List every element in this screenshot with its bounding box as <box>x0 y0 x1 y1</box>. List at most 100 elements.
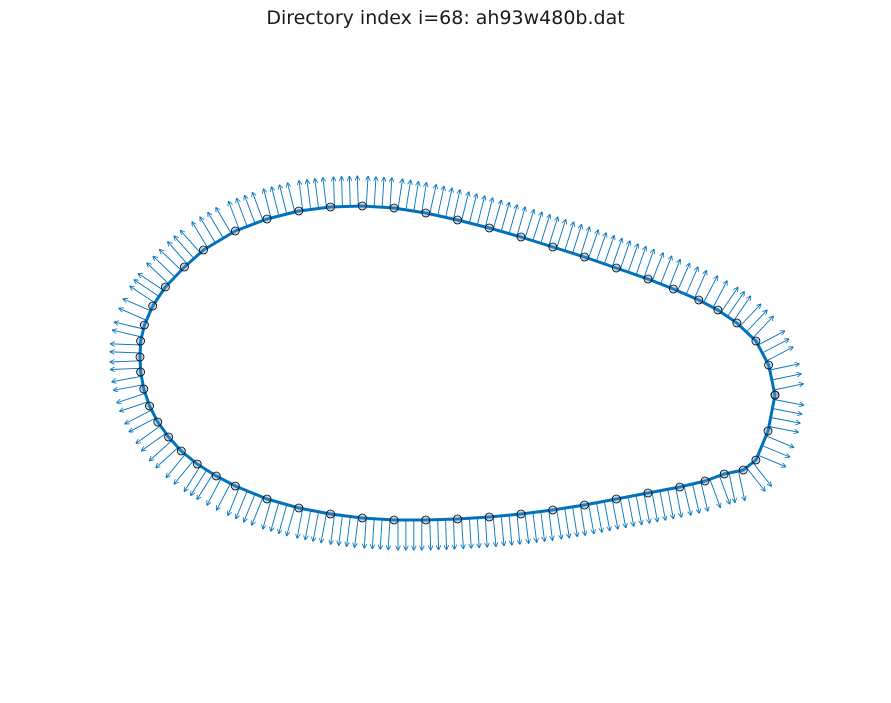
normal-arrow <box>692 483 700 513</box>
normal-arrow <box>339 515 343 546</box>
data-point <box>294 206 304 216</box>
normal-arrow <box>492 200 501 230</box>
normal-arrow <box>372 518 374 549</box>
data-point <box>153 417 163 427</box>
normal-arrow <box>142 432 167 451</box>
data-point <box>611 263 621 273</box>
data-point <box>230 481 240 491</box>
normal-arrow <box>147 263 169 285</box>
normal-arrow <box>288 183 296 213</box>
normal-arrow <box>643 493 650 523</box>
chart-title: Directory index i=68: ah93w480b.dat <box>266 7 625 29</box>
normal-arrow <box>217 483 231 511</box>
normal-arrow <box>123 299 151 312</box>
normal-arrow <box>191 469 208 495</box>
data-point <box>179 262 189 272</box>
data-point <box>484 223 494 233</box>
normal-arrow <box>150 440 173 461</box>
normal-arrow <box>207 478 222 506</box>
data-point <box>160 282 170 292</box>
normal-arrow <box>129 417 156 432</box>
data-point <box>148 301 158 311</box>
data-point <box>713 305 723 315</box>
normal-arrow <box>307 180 312 210</box>
normal-arrow <box>668 259 680 288</box>
normal-arrow <box>477 517 479 548</box>
normal-arrow <box>556 509 562 539</box>
normal-arrow <box>421 183 427 213</box>
normal-arrow <box>437 186 444 216</box>
normal-arrow <box>446 519 447 549</box>
data-point <box>719 469 729 479</box>
normal-arrow <box>429 185 437 214</box>
data-point <box>548 242 558 252</box>
normal-arrow <box>119 308 147 321</box>
normal-arrow <box>603 236 614 265</box>
normal-arrow <box>468 194 476 224</box>
normal-arrow <box>264 189 272 219</box>
normal-arrow <box>484 198 492 228</box>
normal-arrow <box>236 490 248 519</box>
data-point <box>516 232 526 242</box>
normal-arrow <box>111 344 141 345</box>
normal-arrow <box>305 510 312 539</box>
normal-arrow <box>572 225 582 254</box>
normal-arrow <box>166 454 186 477</box>
normal-vectors <box>110 176 803 550</box>
data-point <box>453 514 462 524</box>
normal-arrow <box>627 496 634 526</box>
normal-arrow <box>766 347 794 362</box>
normal-arrow <box>130 286 156 304</box>
data-point <box>136 336 146 346</box>
normal-arrow <box>524 513 529 544</box>
data-point <box>389 203 399 213</box>
data-point <box>192 459 202 469</box>
normal-arrow <box>476 196 484 226</box>
normal-arrow <box>380 519 382 549</box>
normal-arrow <box>572 506 578 537</box>
data-point <box>580 500 589 510</box>
normal-arrow <box>331 514 335 545</box>
data-point <box>453 215 462 225</box>
data-point <box>199 245 208 255</box>
normal-arrow <box>430 519 431 550</box>
normal-arrow <box>700 481 708 511</box>
data-point <box>763 426 773 436</box>
normal-arrow <box>111 368 141 369</box>
normal-arrow <box>263 499 272 529</box>
normal-arrow <box>540 511 545 542</box>
normal-arrow <box>752 316 774 339</box>
normal-arrow <box>445 188 453 218</box>
normal-arrow <box>738 470 745 500</box>
data-point <box>764 360 773 370</box>
normal-arrow <box>500 515 504 546</box>
normal-arrow <box>762 339 789 354</box>
data-point <box>135 352 145 362</box>
normal-arrow <box>548 217 558 246</box>
data-point <box>580 252 589 262</box>
normal-arrow <box>720 287 738 313</box>
normal-arrow <box>771 374 801 381</box>
normal-arrow <box>635 495 642 524</box>
normal-arrow <box>138 274 164 291</box>
normal-arrow <box>342 177 343 207</box>
data-point <box>294 503 304 513</box>
normal-arrow <box>718 475 729 504</box>
normal-arrow <box>728 472 735 502</box>
normal-arrow <box>462 518 464 549</box>
normal-arrow <box>453 190 461 220</box>
normal-arrow <box>588 230 599 259</box>
normal-arrow <box>321 513 327 542</box>
data-point <box>176 446 186 456</box>
normal-arrow <box>397 179 403 209</box>
normal-arrow <box>114 322 144 330</box>
normal-arrow <box>438 519 439 550</box>
normal-arrow <box>192 222 208 248</box>
data-point <box>421 208 431 218</box>
normal-arrow <box>694 271 707 299</box>
normal-arrow <box>532 212 542 241</box>
data-point <box>164 432 174 442</box>
normal-arrow <box>683 485 691 515</box>
normal-arrow <box>287 506 296 536</box>
normal-arrow <box>516 207 525 237</box>
